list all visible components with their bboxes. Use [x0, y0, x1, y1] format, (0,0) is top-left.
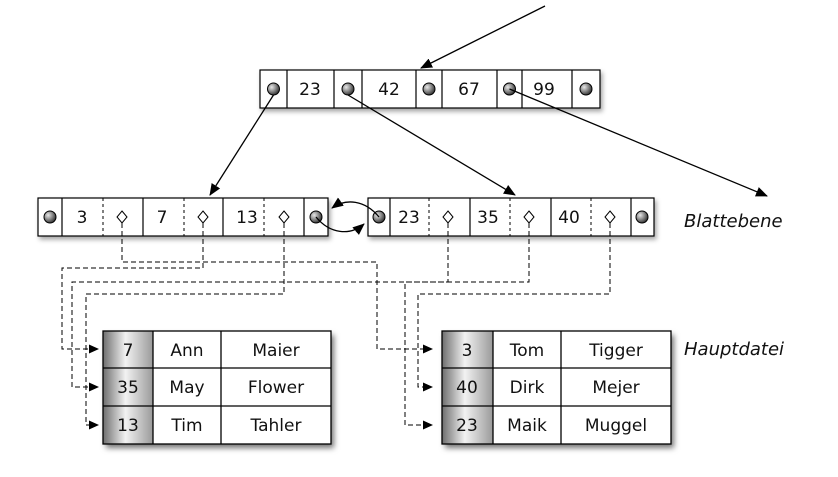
table-cell: Tim	[170, 416, 202, 436]
table-cell: Ann	[170, 341, 203, 361]
leaf-key: 40	[558, 208, 580, 228]
table-cell: Tahler	[250, 416, 302, 436]
data-table-left	[102, 330, 332, 445]
root-pointer-icon	[579, 82, 593, 96]
root-key: 42	[378, 80, 400, 100]
table-cell: May	[169, 378, 204, 398]
table-cell: 3	[462, 341, 473, 361]
root-pointer-icon	[267, 82, 280, 96]
table-cell: Muggel	[585, 416, 647, 436]
table-cell: 40	[456, 378, 478, 398]
table-cell: 13	[117, 416, 139, 436]
leaf-key: 7	[157, 208, 168, 228]
leaf-left-dividers	[61, 198, 305, 236]
leaf-pointer-icon	[43, 210, 57, 224]
table-cell: Maik	[507, 416, 547, 436]
leaf-left-dashed-dividers	[102, 198, 265, 236]
leaf-right-dashed-dividers	[428, 198, 592, 236]
table-cell: Flower	[248, 378, 304, 398]
leaf-key: 23	[398, 208, 420, 228]
root-key: 99	[533, 80, 555, 100]
leaf-right-dividers	[389, 198, 632, 236]
root-key: 23	[299, 80, 321, 100]
table-cell: 35	[117, 378, 139, 398]
root-key: 67	[458, 80, 480, 100]
root-pointer-icon	[422, 82, 436, 96]
table-cell: 23	[456, 416, 478, 436]
leaf-key: 35	[477, 208, 499, 228]
data-table-right	[441, 330, 672, 445]
leaf-pointer-icon	[635, 210, 649, 224]
record-pointer-icons-left	[116, 210, 290, 224]
table-cell: Mejer	[592, 378, 639, 398]
record-pointer-links	[61, 223, 611, 430]
tree-edges	[209, 5, 768, 197]
table-cell: Maier	[252, 341, 299, 361]
table-cell: 7	[123, 341, 134, 361]
leaf-node-right	[367, 197, 655, 237]
table-cell: Dirk	[510, 378, 545, 398]
root-pointer-icon	[341, 82, 355, 96]
sibling-links	[315, 197, 380, 235]
root-node-dividers	[286, 70, 573, 108]
main-file-label: Hauptdatei	[684, 339, 784, 360]
leaf-level-label: Blattebene	[684, 211, 783, 232]
leaf-key: 3	[77, 208, 88, 228]
table-cell: Tigger	[588, 341, 643, 361]
leaf-key: 13	[236, 208, 258, 228]
record-pointer-icons-right	[442, 210, 616, 224]
table-cell: Tom	[509, 341, 544, 361]
